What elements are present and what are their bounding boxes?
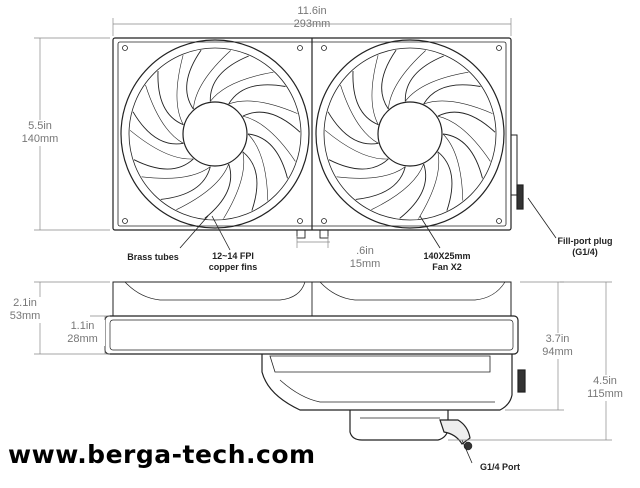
label-brass-tubes: Brass tubes [127,252,179,262]
fan-blade-edge [371,163,424,210]
fan-blade [437,111,496,133]
fan-blade [186,49,202,110]
fan-blade-edge [247,133,269,201]
side-radiator-core [104,315,519,355]
fan-blade [160,166,211,200]
fan-blade-edge [418,151,440,219]
fan-blade [355,166,406,200]
label-fan-size: 140X25mm Fan X2 [423,251,471,272]
fan-blade [247,133,288,179]
label-g14-port: G1/4 Port [479,462,520,472]
cold-plate [349,410,449,441]
fan-blade-edge [145,84,184,144]
dim-fan-gap: .6in 15mm [349,245,381,270]
dim-side-total: 2.1in 53mm [5,297,45,323]
fan-blade-edge [228,100,298,114]
fan-blade-edge [176,55,184,125]
fan-blade-edge [371,55,379,125]
fan-blade-edge [405,71,469,102]
g14-port-fitting [439,419,471,445]
fan-blade [381,49,397,110]
fan-blade-edge [242,115,296,162]
label-fill-port: Fill-port plug (G1/4) [557,236,613,257]
watermark: www.berga-tech.com [8,440,316,469]
fan-blade-edge [388,50,426,110]
fan-blade-edge [340,84,379,144]
fan-blade [228,84,286,105]
fan-blade [242,151,258,211]
fan-blade [423,84,481,105]
fan-blade-edge [223,151,245,219]
screw-holes [122,45,502,224]
tube-tab-right [319,229,329,239]
fan-blade [157,70,184,126]
dim-side-to-block: 3.7in 94mm [535,333,580,359]
fan-blade [442,133,483,179]
side-fill-port [517,369,526,393]
fan-blade-edge [324,130,389,160]
fan-blade [242,111,301,133]
fan-right [315,39,505,229]
fan-blade-edge [437,115,491,162]
fan-blade [204,163,232,219]
fan-left [120,39,310,229]
fan-blade [328,158,389,170]
dim-side-radiator: 1.1in 28mm [60,320,105,346]
label-copper-fins: 12~14 FPI copper fins [208,251,258,272]
fill-port-plug-shape [510,134,518,196]
fan-blade-edge [176,163,229,210]
fan-blade [209,55,249,102]
dim-side-full: 4.5in 115mm [580,375,630,401]
pump-block [261,354,513,411]
fan-blade [327,111,379,145]
fan-blade-edge [423,100,493,114]
fill-port-cap [516,184,524,210]
fan-blade [352,70,379,126]
fan-blade-edge [442,133,464,201]
fan-blade-edge [129,130,194,160]
fan-blade-edge [210,71,274,102]
fan-blade [133,158,194,170]
dim-top-width: 11.6in 293mm [293,5,331,30]
dim-height: 5.5in 140mm [10,120,70,146]
fan-blade-edge [141,166,211,179]
fan-blade [404,55,444,102]
fan-blade [132,111,184,145]
fan-blade-edge [336,166,406,179]
tube-tab-left [296,229,306,239]
fan-blade [437,151,453,211]
fan-blade [399,163,427,219]
fan-blade-edge [193,50,231,110]
